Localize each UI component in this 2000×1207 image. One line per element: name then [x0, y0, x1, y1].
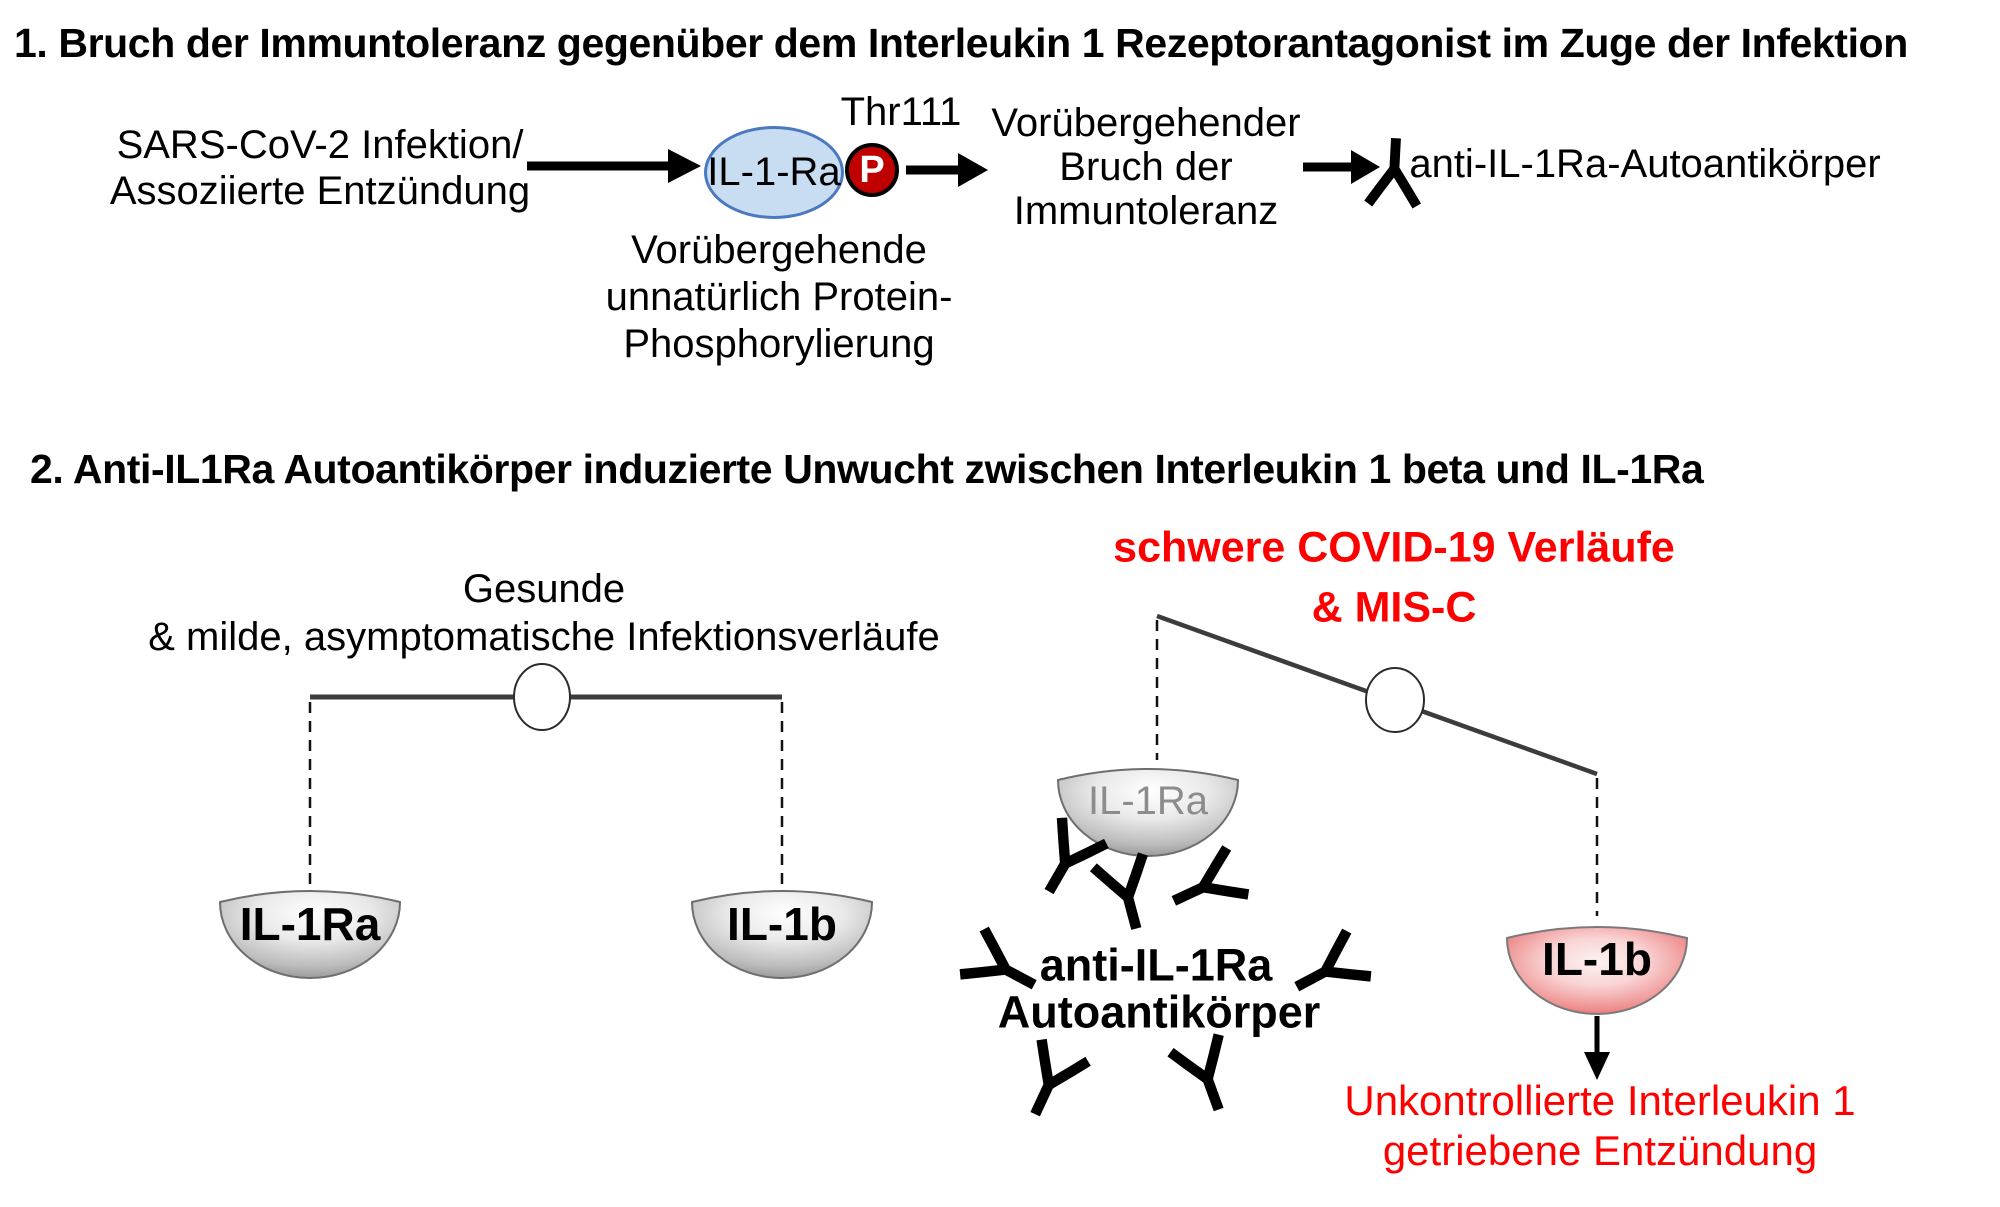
flow-arrow-3	[1303, 150, 1380, 184]
tolerance-text-line1: Vorübergehender	[991, 101, 1301, 145]
section2-title: 2. Anti-IL1Ra Autoantikörper induzierte …	[30, 446, 1704, 492]
flow-arrow-1	[527, 149, 701, 183]
imbalanced-scale	[1057, 613, 1688, 1015]
phospho-note-line3: Phosphorylierung	[623, 322, 935, 366]
flow-arrow-2	[906, 153, 988, 187]
antibody-icon	[1163, 848, 1248, 924]
autoantibody-result-label: anti-IL-1Ra-Autoantikörper	[1409, 142, 1881, 186]
il1ra-protein-ellipse: IL-1-Ra	[704, 126, 844, 219]
pan-label-il1ra-raised: IL-1Ra	[1087, 779, 1209, 823]
balanced-scale	[219, 663, 873, 979]
phospho-note-line2: unnatürlich Protein-	[605, 275, 953, 319]
severe-caption-line1: schwere COVID-19 Verläufe	[1113, 523, 1675, 572]
antibody-icon	[1093, 854, 1161, 935]
tolerance-text-line3: Immuntoleranz	[1013, 189, 1279, 233]
pan-label-il1ra-balanced: IL-1Ra	[239, 898, 381, 950]
antibody-icon	[1170, 1035, 1242, 1119]
trigger-text-line2: Assoziierte Entzündung	[109, 169, 531, 213]
phospho-p-letter: P	[859, 148, 885, 191]
phospho-site-label: Thr111	[840, 90, 962, 134]
tolerance-text-line2: Bruch der	[1059, 145, 1233, 189]
cluster-label-line1: anti-IL-1Ra	[1039, 939, 1273, 991]
cluster-label-line2: Autoantikörper	[997, 986, 1321, 1038]
trigger-text-line1: SARS-CoV-2 Infektion/	[116, 123, 524, 167]
outcome-down-arrow	[1584, 1016, 1610, 1080]
section1-title: 1. Bruch der Immuntoleranz gegenüber dem…	[14, 20, 1908, 66]
outcome-text-line1: Unkontrollierte Interleukin 1	[1344, 1077, 1856, 1124]
fulcrum-icon	[513, 663, 571, 731]
balanced-caption-line2: & milde, asymptomatische Infektionsverlä…	[148, 615, 940, 659]
phospho-note-line1: Vorübergehende	[631, 228, 927, 272]
il1ra-protein-label: IL-1-Ra	[707, 150, 841, 194]
severe-caption-line2: & MIS-C	[1311, 583, 1477, 632]
phospho-p-badge: P	[845, 143, 899, 197]
pan-label-il1b-lowered: IL-1b	[1542, 933, 1652, 985]
antibody-icon	[1012, 1040, 1088, 1125]
outcome-text-line2: getriebene Entzündung	[1382, 1127, 1818, 1174]
balanced-caption-line1: Gesunde	[462, 567, 626, 611]
fulcrum-icon	[1365, 667, 1425, 733]
pan-label-il1b-balanced: IL-1b	[727, 898, 837, 950]
